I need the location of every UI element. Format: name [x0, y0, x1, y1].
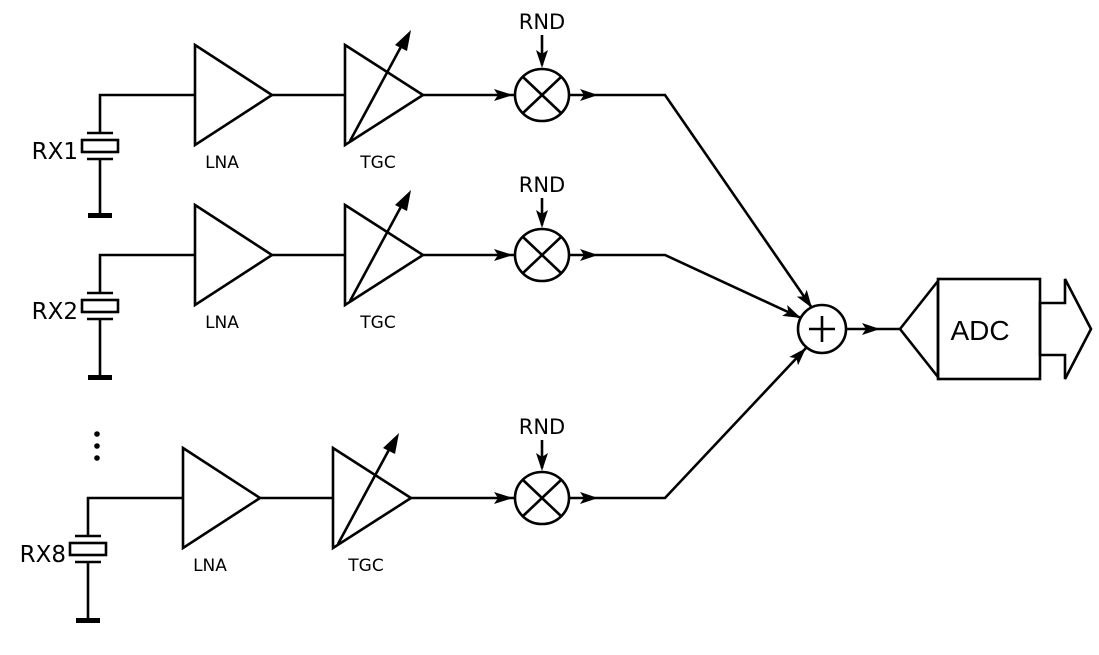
tgc-label: TGC — [359, 153, 395, 173]
arrowhead — [782, 304, 801, 318]
transducer-icon — [80, 93, 195, 218]
digital-output-arrow — [1038, 278, 1093, 380]
summer — [796, 303, 848, 355]
ellipsis-dots — [94, 431, 100, 461]
tgc-amplifier — [331, 433, 414, 551]
adc-block: ADC — [898, 277, 1093, 381]
rx-label: RX8 — [20, 542, 66, 568]
rnd-label: RND — [519, 173, 565, 197]
rx-label: RX1 — [32, 139, 78, 165]
lna-amplifier — [193, 42, 275, 148]
transducer-icon — [68, 496, 183, 623]
arrowhead — [796, 289, 812, 308]
mixer — [513, 227, 571, 283]
lna-label: LNA — [205, 153, 239, 173]
rx-label: RX2 — [32, 299, 78, 325]
mixer — [513, 67, 571, 123]
lna-label: LNA — [205, 313, 239, 333]
adc-label: ADC — [950, 315, 1009, 346]
transducer-icon — [80, 253, 195, 380]
lna-amplifier — [181, 445, 263, 551]
tgc-amplifier — [343, 190, 426, 308]
rnd-label: RND — [519, 10, 565, 34]
tgc-amplifier — [343, 30, 426, 148]
tgc-label: TGC — [347, 556, 383, 576]
arrowhead — [789, 348, 806, 366]
lna-label: LNA — [193, 556, 227, 576]
tgc-label: TGC — [359, 313, 395, 333]
mixer — [513, 470, 571, 526]
rnd-label: RND — [519, 415, 565, 439]
lna-amplifier — [193, 202, 275, 308]
summer-output — [846, 323, 900, 335]
